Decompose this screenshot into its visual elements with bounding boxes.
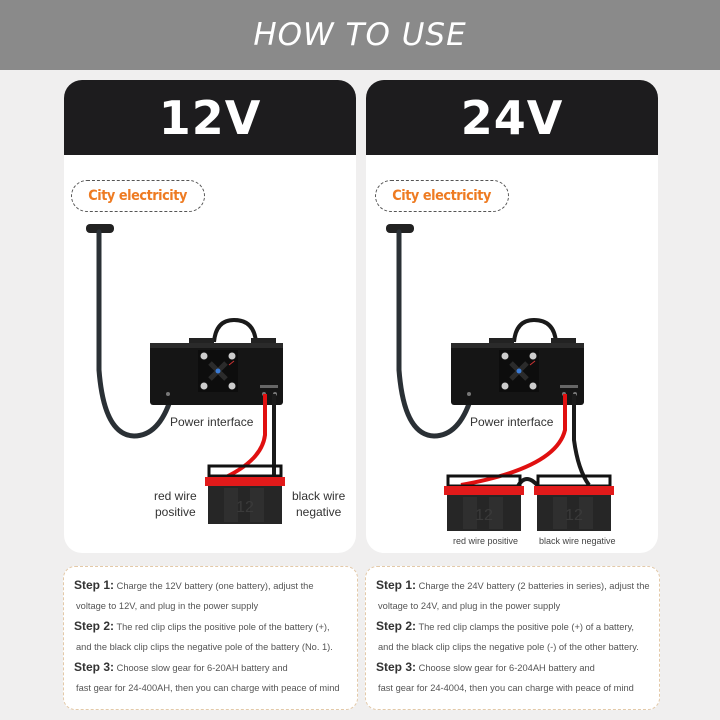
- power-interface-label: Power interface: [170, 415, 254, 429]
- plug-icon: [86, 224, 114, 233]
- voltage-title: 24V: [460, 90, 564, 145]
- panel-12v: 12V: [64, 80, 356, 553]
- charger-icon: [150, 338, 283, 405]
- step-2: Step 2: The red clip clips the positive …: [74, 619, 330, 633]
- step-3: Step 3: Choose slow gear for 6-20AH batt…: [74, 660, 288, 674]
- red-wire-label: red wire positive: [453, 536, 519, 546]
- battery-icon: 12: [205, 464, 285, 524]
- plug-icon: [386, 224, 414, 233]
- panel-header: 12V: [64, 80, 356, 155]
- wiring-diagram-24v: 12 12: [386, 224, 614, 531]
- black-wire-label: black wire negative: [292, 489, 346, 519]
- svg-text:12: 12: [475, 507, 493, 524]
- panel-24v: 24V: [366, 80, 658, 553]
- charger-icon: [451, 338, 584, 405]
- black-wire-label: black wire negative: [539, 536, 616, 546]
- panel-header: 24V: [366, 80, 658, 155]
- city-electricity-badge: City electricity: [375, 180, 509, 212]
- power-interface-label: Power interface: [470, 415, 554, 429]
- header-banner: HOW TO USE: [0, 0, 720, 70]
- instructions-24v: Step 1: Charge the 24V battery (2 batter…: [365, 566, 660, 710]
- step-1: Step 1: Charge the 12V battery (one batt…: [74, 578, 314, 592]
- battery-icon: 12: [444, 474, 524, 531]
- step-3: Step 3: Choose slow gear for 6-204AH bat…: [376, 660, 595, 674]
- step-1: Step 1: Charge the 24V battery (2 batter…: [376, 578, 650, 592]
- red-wire-label: red wire positive: [154, 489, 197, 519]
- step-2: Step 2: The red clip clamps the positive…: [376, 619, 635, 633]
- svg-text:12: 12: [565, 507, 583, 524]
- wiring-diagram-12v: 12: [86, 224, 285, 524]
- page-title: HOW TO USE: [253, 17, 467, 53]
- battery-icon: 12: [534, 474, 614, 531]
- voltage-title: 12V: [158, 90, 262, 145]
- svg-text:12: 12: [236, 499, 254, 516]
- city-electricity-badge: City electricity: [71, 180, 205, 212]
- instructions-12v: Step 1: Charge the 12V battery (one batt…: [63, 566, 358, 710]
